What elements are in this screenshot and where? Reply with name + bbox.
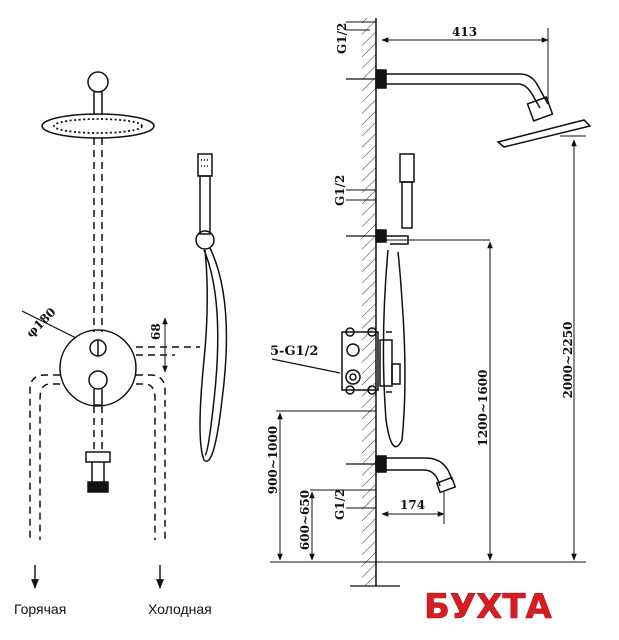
arm-length-label: 413 xyxy=(452,25,477,39)
hand-shower-head xyxy=(197,153,213,177)
ports-label: 5-G1/2 xyxy=(270,344,318,359)
wall-hatch xyxy=(362,18,376,586)
brand-logo: БУХТА xyxy=(424,587,553,627)
mixer-port xyxy=(345,369,361,385)
hand-holder xyxy=(195,230,215,250)
holder-height-label: 1200~1600 xyxy=(476,370,490,447)
spout-front xyxy=(85,451,111,463)
mixer-plate xyxy=(59,329,137,407)
spout-thread-label: G1/2 xyxy=(333,489,347,520)
front-view xyxy=(21,71,228,589)
ceiling-mount xyxy=(87,71,109,93)
shower-arm xyxy=(386,73,549,105)
side-view xyxy=(270,21,592,563)
top-thread-label: G1/2 xyxy=(335,23,349,54)
depth-label: 68 xyxy=(149,323,163,340)
side-shower-head xyxy=(496,119,592,148)
spout-height-label: 600~650 xyxy=(298,490,312,550)
mixer-box xyxy=(341,331,379,391)
spout-side xyxy=(386,457,453,481)
hot-label: Горячая xyxy=(14,601,66,617)
cold-label: Холодная xyxy=(148,601,212,617)
mixer-height-label: 900~1000 xyxy=(266,426,280,495)
shower-head xyxy=(41,113,155,139)
diameter-label: φ180 xyxy=(23,305,58,340)
total-height-label: 2000~2250 xyxy=(561,322,575,399)
hand-thread-label: G1/2 xyxy=(333,175,347,206)
spout-reach-label: 174 xyxy=(400,498,425,512)
